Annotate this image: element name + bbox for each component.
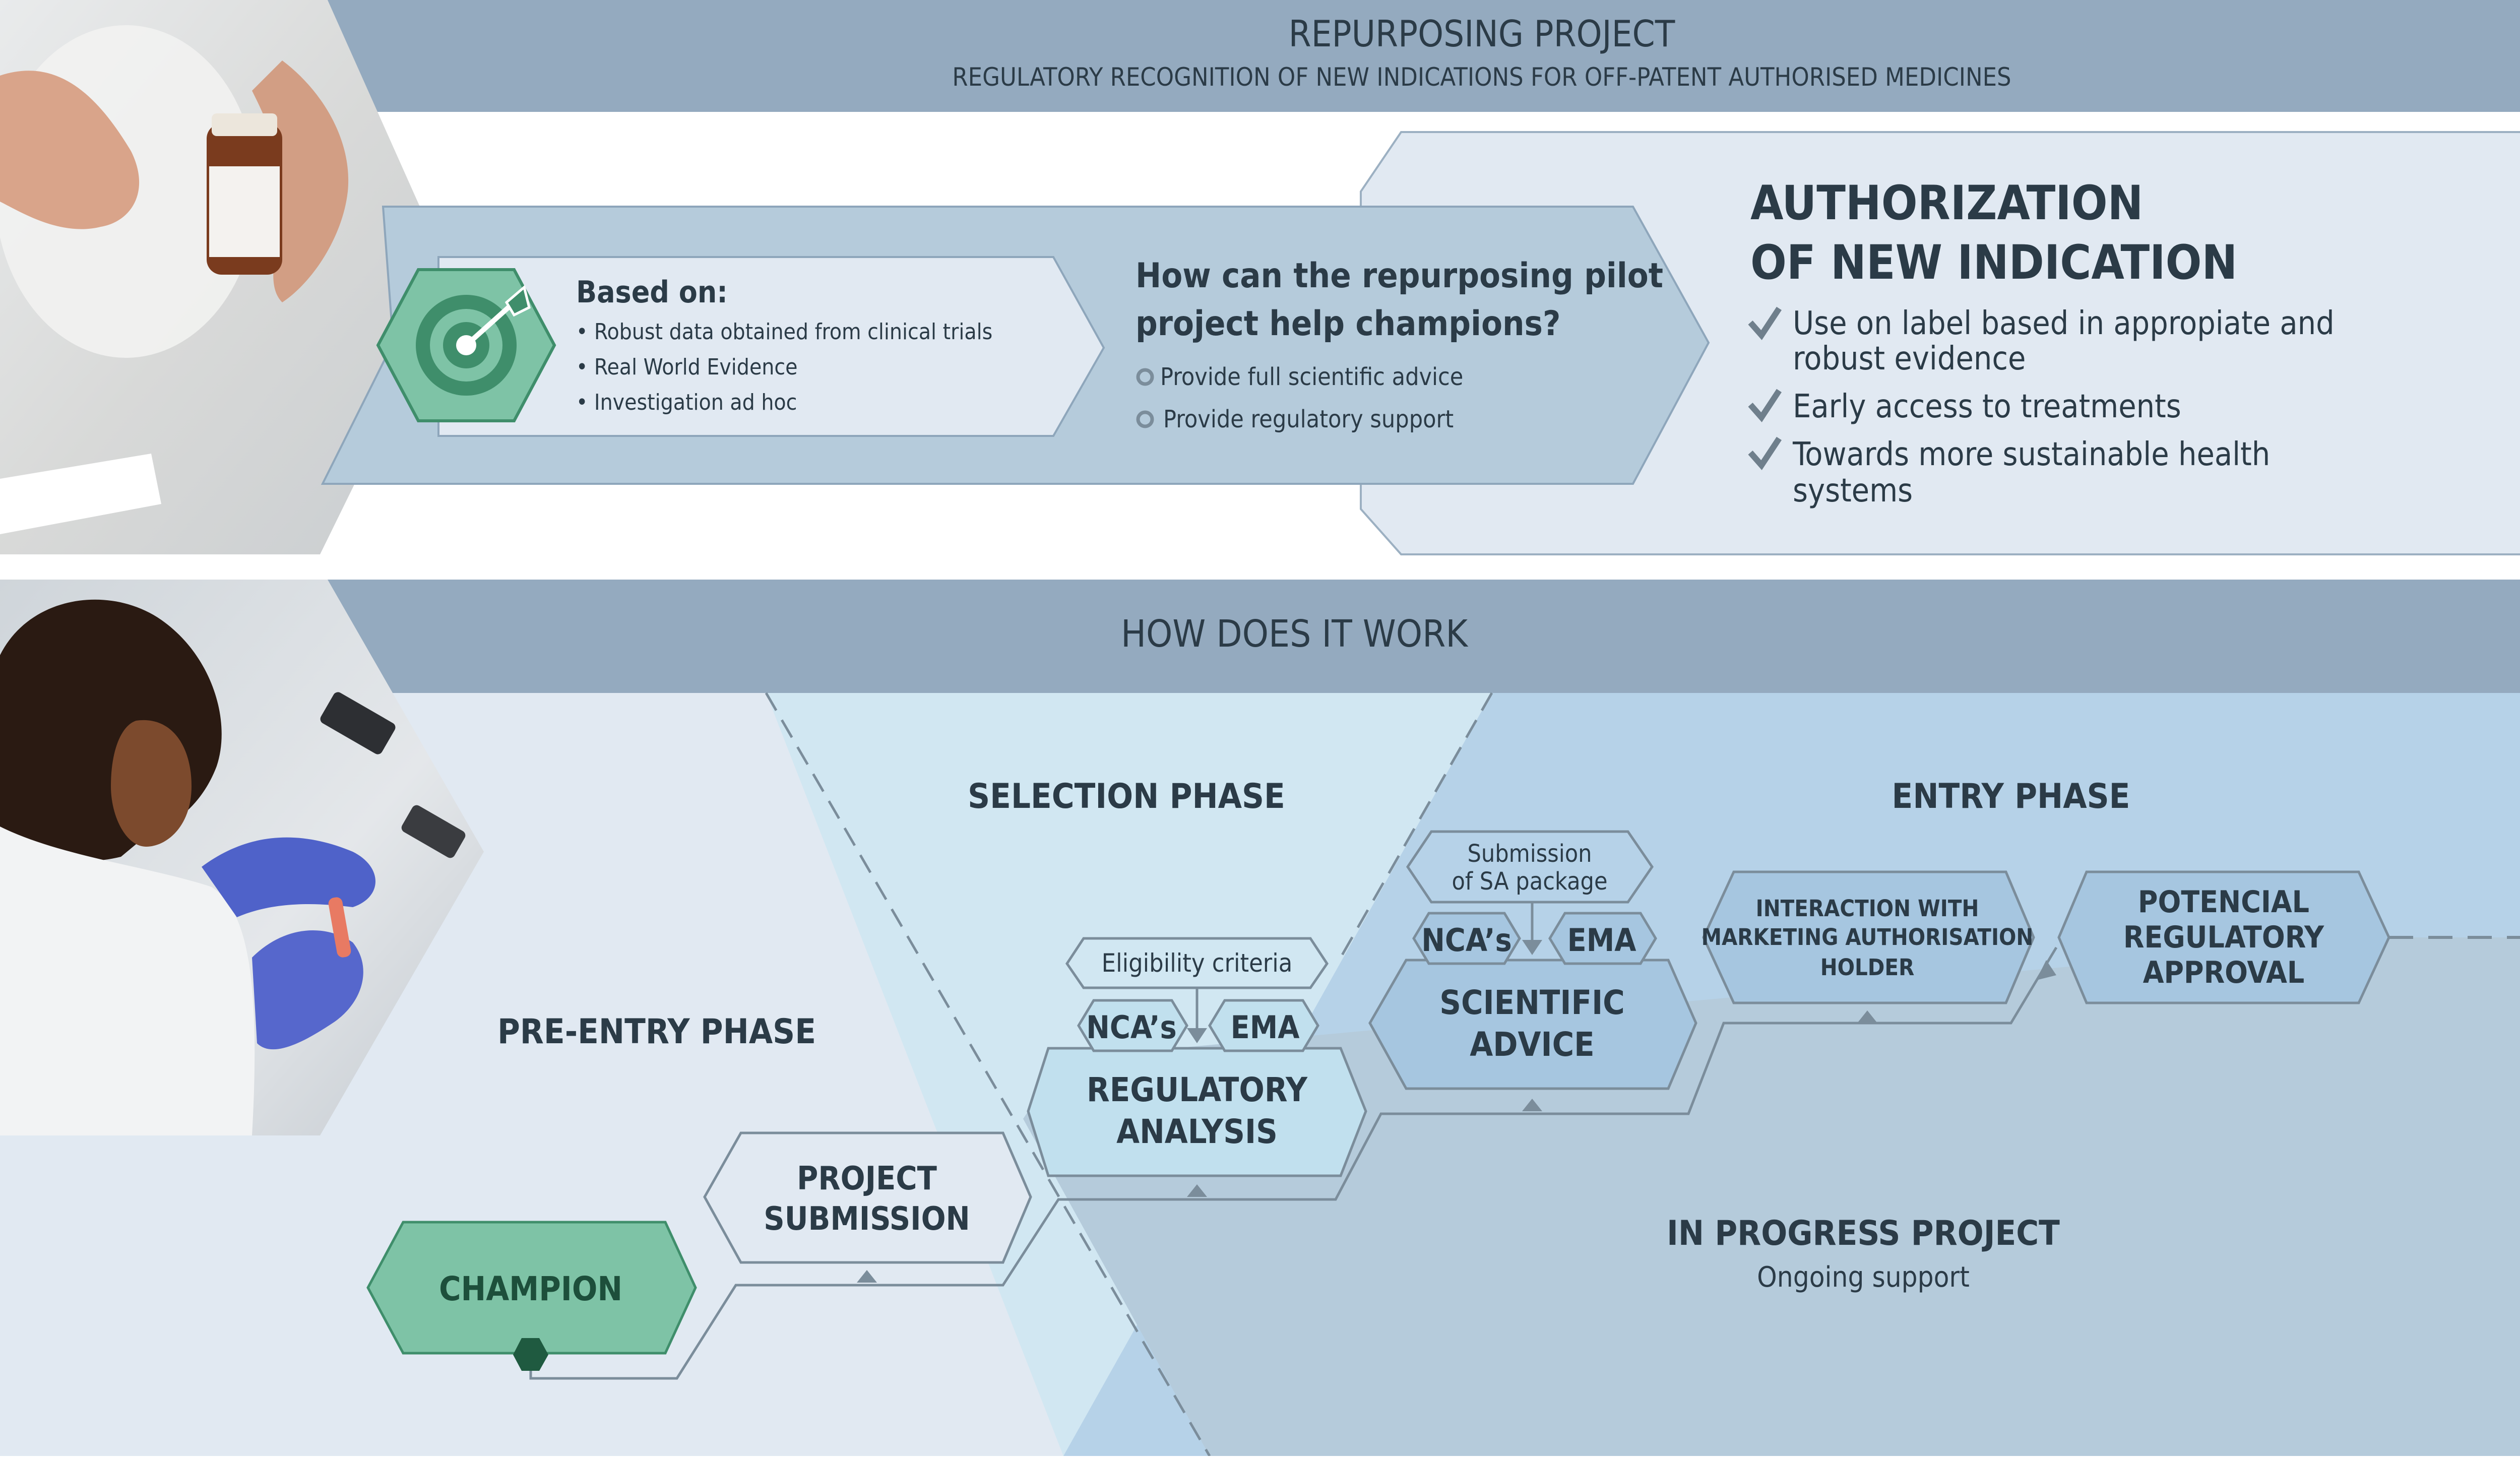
- based-on-list: • Robust data obtained from clinical tri…: [576, 319, 992, 415]
- ncas-label: NCA’s: [1421, 922, 1512, 959]
- how-title: HOW DOES IT WORK: [1121, 612, 1469, 656]
- photo-scientist: [0, 580, 484, 1135]
- in-progress-title: IN PROGRESS PROJECT: [1667, 1214, 2060, 1253]
- circle-bullet-icon: [1136, 410, 1154, 428]
- eligibility-label: Eligibility criteria: [1102, 948, 1293, 978]
- champion-node: CHAMPION: [366, 1221, 697, 1371]
- triangle-marker-icon: [1522, 1099, 1542, 1111]
- pre-entry-label: PRE-ENTRY PHASE: [497, 1012, 816, 1052]
- interaction-line3: HOLDER: [1820, 954, 1915, 981]
- check-icon: [1748, 436, 1782, 470]
- champion-label: CHAMPION: [439, 1270, 622, 1308]
- submission-sa-line1: Submission: [1467, 840, 1592, 868]
- arrow-down-icon: [1187, 1028, 1207, 1043]
- authorization-item: Early access to treatments: [1793, 388, 2181, 425]
- triangle-marker-icon: [1187, 1184, 1207, 1197]
- based-on-item: Investigation ad hoc: [594, 390, 797, 415]
- regulatory-analysis-line1: REGULATORY: [1087, 1070, 1308, 1109]
- submission-sa-line2: of SA package: [1452, 867, 1607, 896]
- header-title: REPURPOSING PROJECT: [1289, 13, 1675, 55]
- svg-text:• Robust data obtained from cl: • Robust data obtained from clinical tri…: [576, 319, 992, 345]
- pilot-item: Provide full scientific advice: [1160, 363, 1463, 391]
- based-on-heading: Based on:: [576, 275, 728, 310]
- pilot-heading-1: How can the repurposing pilot: [1136, 256, 1663, 296]
- arrow-down-icon: [1522, 940, 1542, 955]
- check-icon: [1748, 306, 1782, 340]
- flow-connector: [529, 946, 2058, 1380]
- regulatory-analysis-line2: ANALYSIS: [1116, 1112, 1278, 1151]
- interaction-line2: MARKETING AUTHORISATION: [1702, 924, 2034, 950]
- selection-label: SELECTION PHASE: [968, 777, 1285, 816]
- header-band: [0, 0, 2520, 112]
- in-progress-subtitle: Ongoing support: [1757, 1261, 1970, 1294]
- authorization-item: Use on label based in appropiate and: [1793, 305, 2335, 342]
- header-subtitle: REGULATORY RECOGNITION OF NEW INDICATION…: [952, 62, 2011, 92]
- approval-line2: REGULATORY: [2123, 920, 2324, 955]
- authorization-title-1: AUTHORIZATION: [1750, 176, 2143, 231]
- authorization-list: Use on label based in appropiate and rob…: [1748, 305, 2335, 510]
- triangle-marker-icon: [1857, 1010, 1877, 1023]
- ncas-label: NCA’s: [1086, 1009, 1177, 1046]
- project-submission-line2: SUBMISSION: [764, 1200, 970, 1238]
- svg-text:• Investigation ad hoc: • Investigation ad hoc: [576, 390, 797, 415]
- hex-marker-icon: [513, 1338, 548, 1371]
- interaction-line1: INTERACTION WITH: [1756, 895, 1979, 922]
- regulatory-analysis-node: Eligibility criteria NCA’s EMA REGULATOR…: [1027, 937, 1367, 1197]
- project-submission-line1: PROJECT: [797, 1160, 937, 1197]
- arrow-head-icon: [2036, 960, 2056, 980]
- authorization-item-cont: robust evidence: [1793, 340, 2026, 377]
- triangle-marker-icon: [857, 1270, 877, 1283]
- scientific-advice-line1: SCIENTIFIC: [1439, 983, 1624, 1022]
- ema-label: EMA: [1567, 922, 1636, 959]
- svg-text:• Real World Evidence: • Real World Evidence: [576, 354, 798, 380]
- phase-divider: [1339, 692, 1493, 959]
- approval-line1: POTENCIAL: [2138, 884, 2309, 920]
- authorization-title-2: OF NEW INDICATION: [1750, 235, 2237, 290]
- circle-bullet-icon: [1136, 368, 1154, 386]
- pilot-item: Provide regulatory support: [1163, 405, 1454, 433]
- entry-label: ENTRY PHASE: [1892, 777, 2130, 816]
- based-on-item: Robust data obtained from clinical trial…: [594, 319, 992, 345]
- photo-medicine-bottle: [0, 0, 454, 554]
- scientific-advice-line2: ADVICE: [1470, 1025, 1594, 1064]
- interaction-node: INTERACTION WITH MARKETING AUTHORISATION…: [1702, 870, 2035, 1023]
- pilot-heading-2: project help champions?: [1136, 304, 1560, 344]
- authorization-item: Towards more sustainable health: [1792, 436, 2270, 473]
- how-band: [0, 580, 2520, 693]
- phase-divider: [765, 692, 1211, 1457]
- check-icon: [1748, 389, 1782, 422]
- based-on-item: Real World Evidence: [594, 354, 798, 380]
- approval-line3: APPROVAL: [2143, 955, 2305, 990]
- project-submission-node: PROJECT SUBMISSION: [703, 1131, 1032, 1283]
- authorization-item-cont: systems: [1793, 472, 1913, 510]
- ema-label: EMA: [1231, 1009, 1300, 1046]
- target-icon: [376, 268, 556, 422]
- approval-node: POTENCIAL REGULATORY APPROVAL: [2057, 870, 2390, 1004]
- scientific-advice-node: Submission of SA package NCA’s EMA SCIEN…: [1368, 830, 1697, 1111]
